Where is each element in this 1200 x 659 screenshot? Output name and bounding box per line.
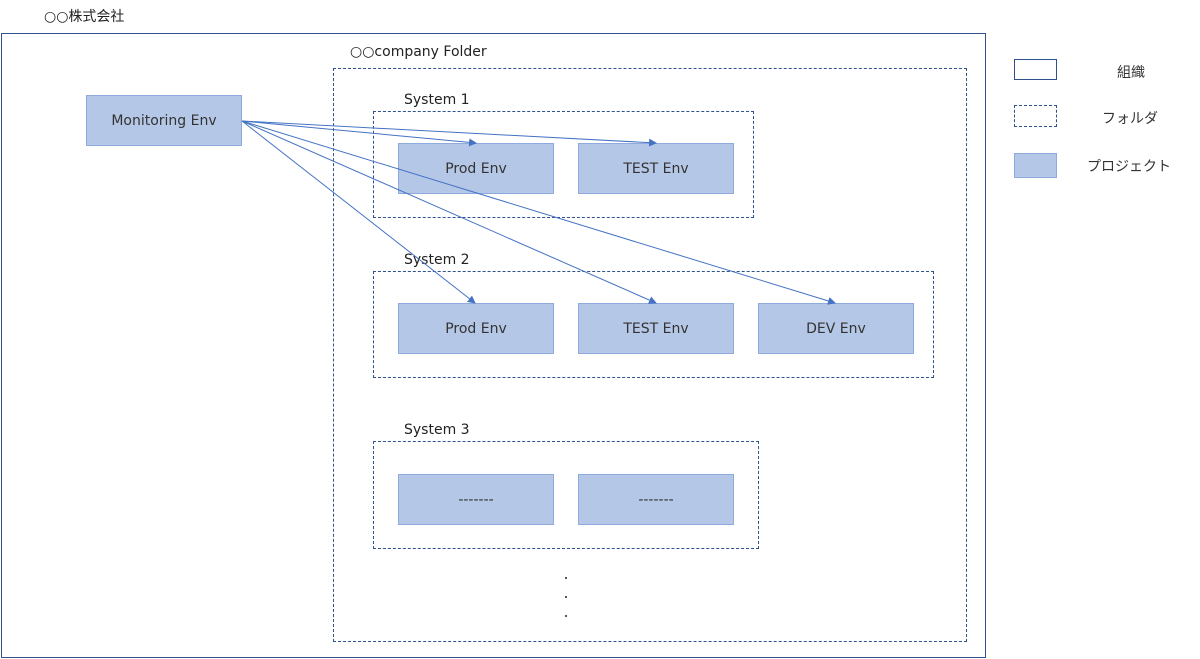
legend-folder-swatch [1014, 105, 1057, 127]
folder-label: ○○company Folder [350, 44, 487, 60]
ellipsis-dot [565, 615, 567, 617]
system-1-label: System 1 [404, 92, 470, 108]
legend-project-label: プロジェクト [1087, 159, 1171, 175]
continuation-ellipsis [565, 577, 569, 619]
monitoring-env-project[interactable]: Monitoring Env [86, 95, 242, 146]
system-3-label: System 3 [404, 422, 470, 438]
organization-frame [1, 33, 986, 658]
system-1-test-env-project[interactable]: TEST Env [578, 143, 734, 194]
company-folder-frame [333, 68, 967, 642]
legend-organization-label: 組織 [1117, 65, 1145, 81]
system-2-test-env-project[interactable]: TEST Env [578, 303, 734, 354]
system-3-folder [373, 441, 759, 549]
ellipsis-dot [565, 596, 567, 598]
legend-project-swatch [1014, 153, 1057, 178]
system-2-dev-env-project[interactable]: DEV Env [758, 303, 914, 354]
system-3-project-placeholder[interactable]: ------- [578, 474, 734, 525]
ellipsis-dot [565, 577, 567, 579]
system-1-prod-env-project[interactable]: Prod Env [398, 143, 554, 194]
system-3-project-placeholder[interactable]: ------- [398, 474, 554, 525]
system-2-label: System 2 [404, 252, 470, 268]
organization-label: ○○株式会社 [44, 9, 125, 25]
legend-folder-label: フォルダ [1102, 111, 1158, 127]
system-2-prod-env-project[interactable]: Prod Env [398, 303, 554, 354]
legend-organization-swatch [1014, 59, 1057, 80]
